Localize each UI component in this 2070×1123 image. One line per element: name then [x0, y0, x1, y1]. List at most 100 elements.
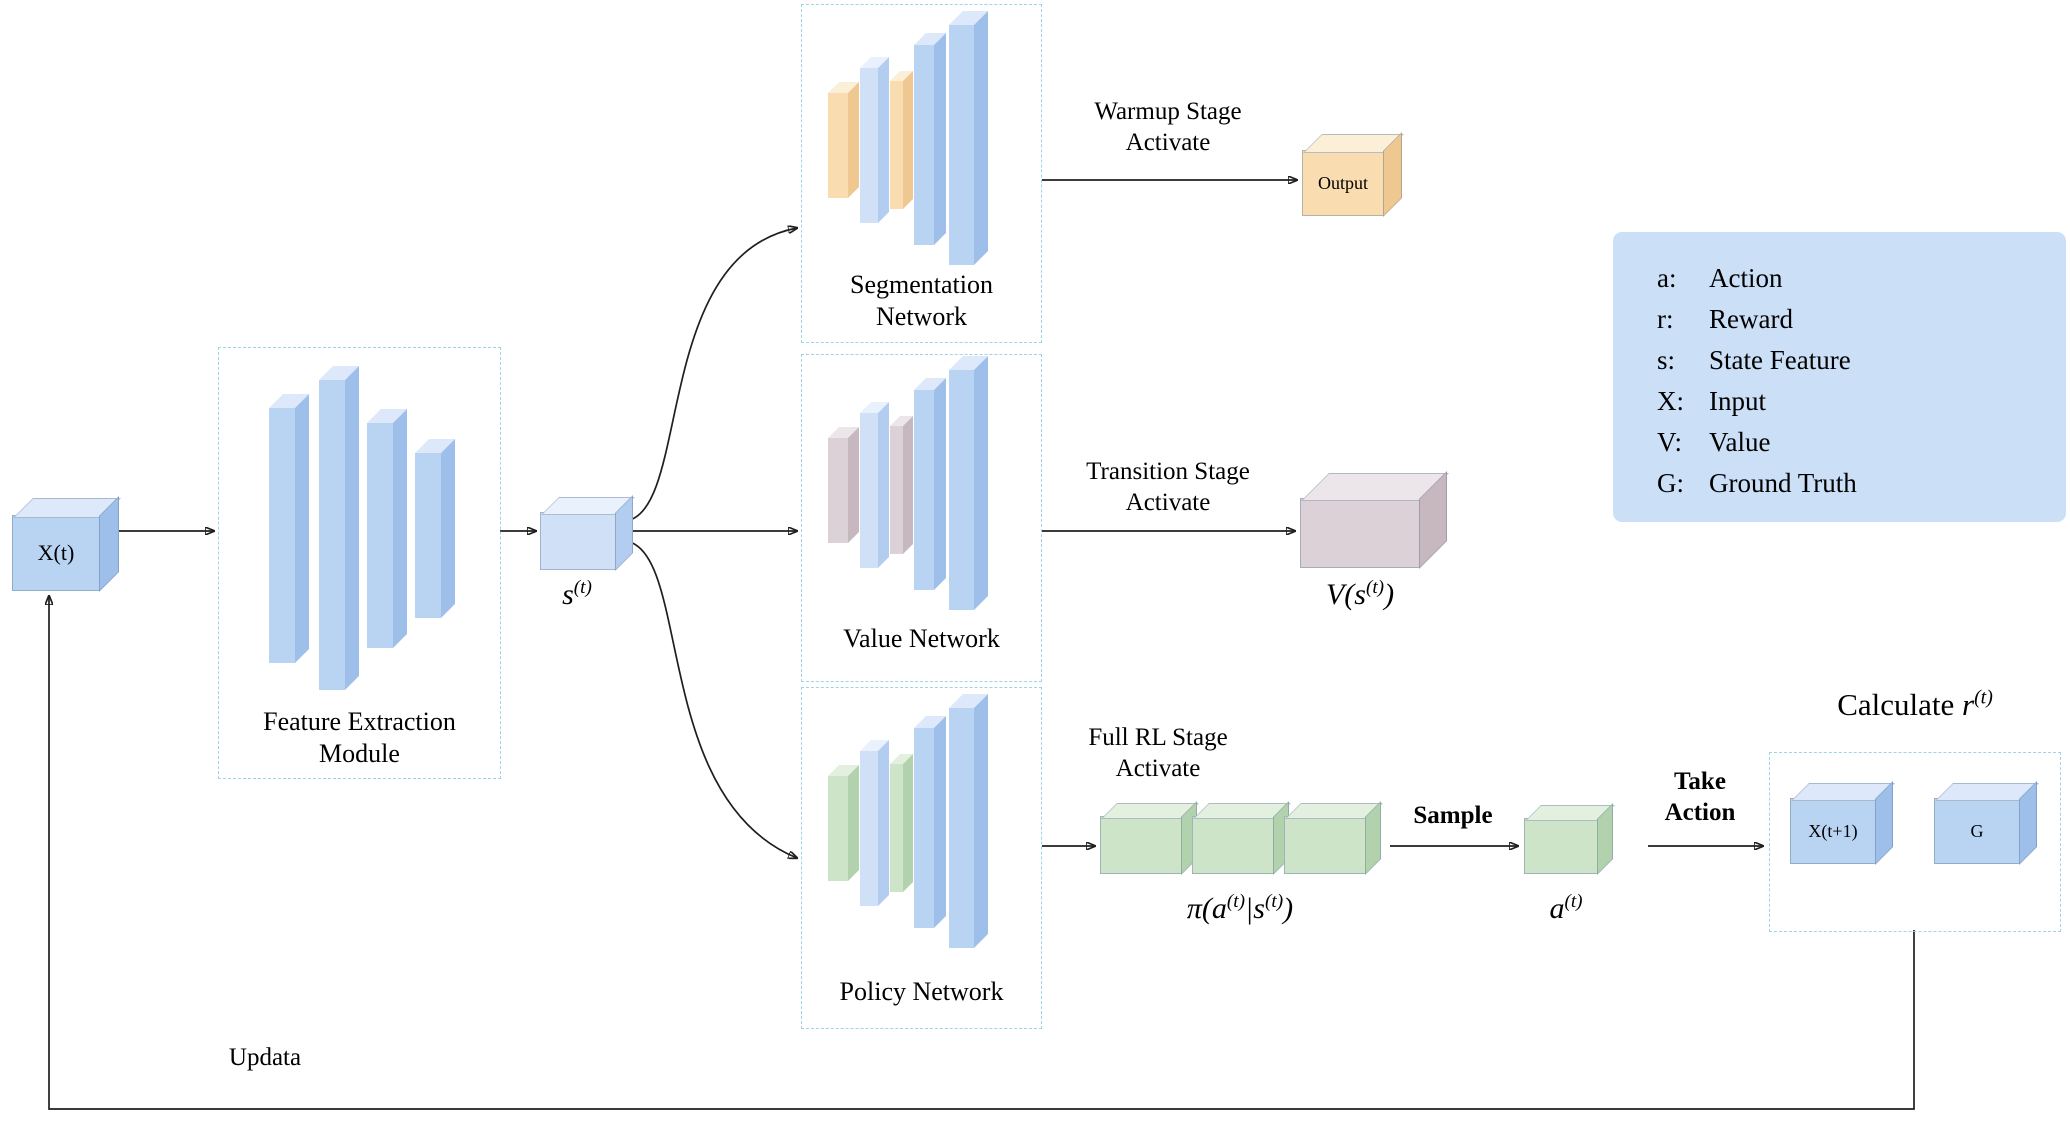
input-cube-label: X(t): [37, 540, 75, 565]
policy-distribution-cube: [1100, 816, 1182, 874]
policy-distribution-label: π(a(t)|s(t)): [1130, 890, 1350, 928]
segmentation-label-line1: Segmentation: [850, 270, 993, 299]
legend-value: Reward: [1709, 304, 1793, 334]
policy-dist-sup2: (t): [1264, 891, 1284, 912]
update-label: Updata: [228, 1044, 302, 1071]
full-rl-stage-label: Full RL Stage Activate: [1048, 722, 1268, 785]
feature-module-label: Feature Extraction Module: [219, 706, 500, 769]
warmup-stage-line1: Warmup Stage: [1094, 98, 1242, 125]
full-rl-stage-line1: Full RL Stage: [1088, 724, 1228, 751]
full-rl-stage-line2: Activate: [1115, 755, 1201, 783]
network-layer: [890, 764, 903, 892]
policy-dist-sup1: (t): [1226, 891, 1246, 912]
calculate-reward-title: Calculate r(t): [1775, 686, 2055, 725]
state-feature-cube: [540, 512, 616, 570]
network-layer: [890, 426, 903, 554]
reward-symbol: r: [1962, 687, 1975, 722]
policy-network-label: Policy Network: [839, 977, 1004, 1006]
value-output-p1: V(s: [1325, 578, 1366, 611]
legend-item: V: Value: [1657, 422, 2066, 463]
action-symbol: a: [1549, 892, 1565, 925]
network-layer: [269, 408, 295, 663]
ground-truth-cube: G: [1934, 798, 2020, 864]
policy-distribution-cube: [1192, 816, 1274, 874]
take-action-label: Take Action: [1640, 766, 1760, 829]
value-network-box: Value Network: [801, 354, 1042, 682]
segmentation-network-box: Segmentation Network: [801, 4, 1042, 343]
transition-stage-line1: Transition Stage: [1086, 458, 1250, 485]
input-cube: X(t): [12, 515, 100, 591]
next-input-cube-label: X(t+1): [1808, 820, 1858, 841]
arrow-state-to-segmentation: [629, 228, 797, 521]
network-layer: [367, 423, 393, 648]
feature-module-label-line2: Module: [319, 738, 400, 768]
network-layer: [860, 68, 878, 223]
legend-value: State Feature: [1709, 345, 1851, 375]
policy-dist-p2: |s: [1245, 892, 1265, 925]
legend-item: X: Input: [1657, 381, 2066, 422]
policy-network-box: Policy Network: [801, 687, 1042, 1029]
network-layer: [828, 93, 848, 198]
arrow-state-to-policy: [629, 541, 797, 858]
sample-label: Sample: [1413, 802, 1493, 829]
network-layer: [890, 81, 903, 209]
output-cube: Output: [1302, 150, 1384, 216]
state-feature-symbol: s: [562, 578, 574, 611]
legend-item: r: Reward: [1657, 299, 2066, 340]
legend-value: Input: [1709, 386, 1766, 416]
action-cube: [1524, 818, 1598, 874]
network-layer: [828, 438, 848, 543]
legend-item: a: Action: [1657, 258, 2066, 299]
action-label: a(t): [1516, 890, 1616, 928]
policy-dist-p1: π(a: [1186, 892, 1227, 925]
reward-superscript: (t): [1974, 686, 1993, 709]
calculate-prefix: Calculate: [1837, 687, 1962, 722]
transition-stage-line2: Activate: [1125, 489, 1211, 517]
feature-extraction-module-box: Feature Extraction Module: [218, 347, 501, 779]
state-feature-label: s(t): [517, 576, 637, 614]
transition-stage-label: Transition Stage Activate: [1058, 456, 1278, 519]
next-input-cube: X(t+1): [1790, 798, 1876, 864]
legend-value: Action: [1709, 263, 1783, 293]
legend-key: G:: [1657, 468, 1684, 498]
network-layer: [914, 390, 934, 590]
warmup-stage-label: Warmup Stage Activate: [1058, 96, 1278, 159]
value-output-p2: ): [1384, 578, 1395, 611]
legend-key: V:: [1657, 427, 1682, 457]
state-feature-superscript: (t): [573, 577, 592, 598]
calculate-reward-box: [1769, 752, 2061, 932]
output-cube-label: Output: [1317, 172, 1368, 193]
legend-key: X:: [1657, 386, 1684, 416]
network-layer: [828, 776, 848, 881]
policy-distribution-cube: [1284, 816, 1366, 874]
network-layer: [415, 453, 441, 618]
warmup-stage-line2: Activate: [1125, 129, 1211, 157]
legend-item: s: State Feature: [1657, 340, 2066, 381]
network-layer: [949, 370, 974, 610]
legend-key: a:: [1657, 263, 1677, 293]
value-network-label: Value Network: [843, 624, 1000, 653]
network-layer: [319, 380, 345, 690]
network-layer: [949, 708, 974, 948]
value-output-label: V(s(t)): [1290, 576, 1430, 614]
legend-key: r:: [1657, 304, 1674, 334]
action-superscript: (t): [1564, 891, 1583, 912]
take-action-line1: Take: [1674, 768, 1726, 795]
legend-box: a: Action r: Reward s: State Feature X: …: [1613, 232, 2066, 522]
ground-truth-cube-label: G: [1970, 820, 1984, 841]
legend-item: G: Ground Truth: [1657, 463, 2066, 504]
value-output-sup: (t): [1365, 577, 1385, 598]
network-layer: [860, 413, 878, 568]
segmentation-label-line2: Network: [876, 301, 967, 331]
legend-value: Value: [1709, 427, 1771, 457]
legend-value: Ground Truth: [1709, 468, 1857, 498]
feature-module-label-line1: Feature Extraction: [263, 707, 456, 736]
network-layer: [914, 45, 934, 245]
value-output-cube: [1300, 498, 1420, 568]
take-action-line2: Action: [1664, 799, 1736, 827]
network-layer: [914, 728, 934, 928]
network-layer: [860, 751, 878, 906]
network-layer: [949, 25, 974, 265]
segmentation-network-label: Segmentation Network: [802, 269, 1041, 332]
